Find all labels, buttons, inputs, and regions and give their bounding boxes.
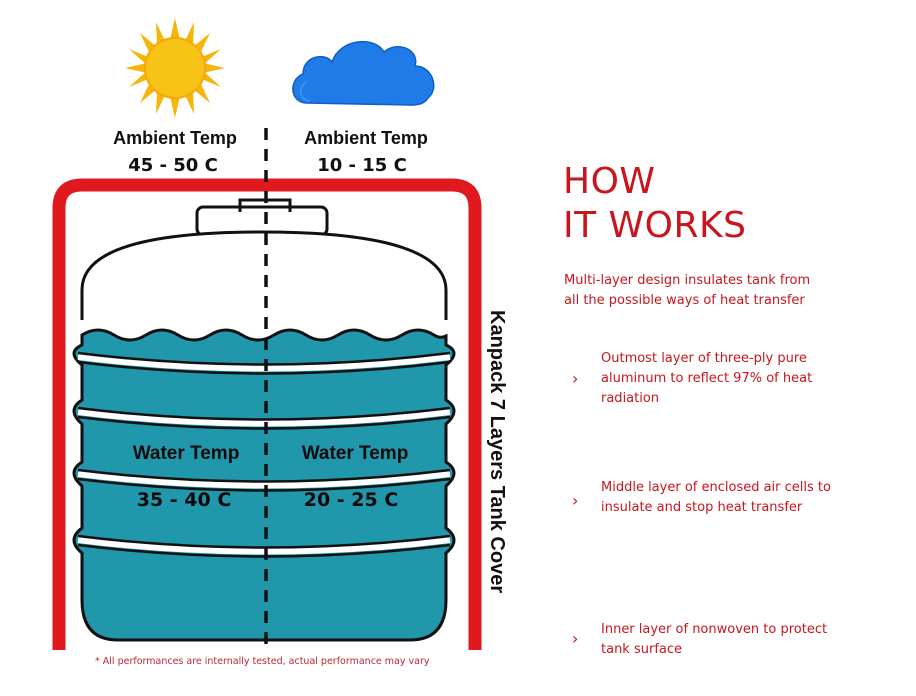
left-water-label: Water Temp [132,443,240,464]
cover-label-text: Kanpack 7 Layers Tank Cover [486,310,508,594]
cloud-icon [292,40,435,106]
how-it-works-title: HOW IT WORKS [563,160,746,248]
feature-text: Middle layer of enclosed air cells to in… [601,480,831,515]
intro-text: Multi-layer design insulates tank from a… [564,273,811,308]
cover-label: Kanpack 7 Layers Tank Cover [478,310,518,600]
feature-text: Outmost layer of three-ply pure aluminum… [601,351,813,406]
feature-text: Inner layer of nonwoven to protect tank … [601,622,828,657]
tank-water [72,328,456,642]
left-ambient-label: Ambient Temp [113,128,237,148]
chevron-right-icon: › [572,491,579,510]
sun-icon [125,18,225,118]
right-ambient-label: Ambient Temp [304,128,428,148]
right-ambient-value: 10 - 15 C [317,155,407,176]
chevron-right-icon: › [572,629,579,648]
tank-cover [52,178,482,650]
right-water-label: Water Temp [301,443,409,464]
title-line-2: IT WORKS [563,205,747,246]
chevron-right-icon: › [572,369,579,388]
footnote: * All performances are internally tested… [95,656,430,667]
title-line-1: HOW [563,161,656,202]
left-ambient-value: 45 - 50 C [128,155,218,176]
right-water-value: 20 - 25 C [303,489,399,511]
tank-dome [80,230,448,291]
left-water-value: 35 - 40 C [136,489,232,511]
